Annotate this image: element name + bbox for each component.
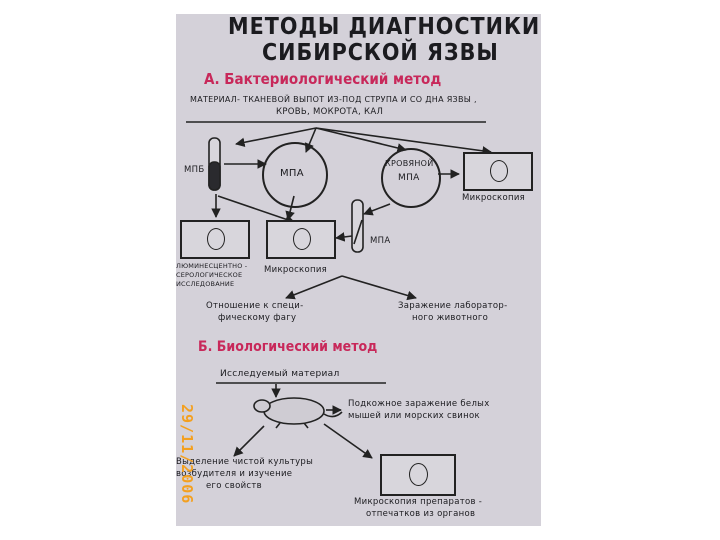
material-line1: МАТЕРИАЛ- ТКАНЕВОЙ ВЫПОТ ИЗ-ПОД СТРУПА И… xyxy=(190,95,477,104)
mpb-label: МПБ xyxy=(184,165,205,175)
blood-mpa-plate xyxy=(381,148,441,208)
mpa-plate xyxy=(262,142,328,208)
micro-prep-line1: Микроскопия препаратов - xyxy=(354,497,483,507)
poster-title-line2: СИБИРСКОЙ ЯЗВЫ xyxy=(262,40,499,66)
specimen-oval xyxy=(293,228,311,250)
mpa-tube-label: МПА xyxy=(370,236,391,246)
lum-line3: ИССЛЕДОВАНИЕ xyxy=(176,280,235,288)
animal-line2: ного животного xyxy=(412,313,489,323)
lum-line1: ЛЮМИНЕСЦЕНТНО - xyxy=(176,262,248,270)
microscopy-center-label: Микроскопия xyxy=(264,265,328,275)
flow-arrows xyxy=(186,121,492,459)
organ-print-slide xyxy=(380,454,456,496)
blood-mpa-line1: КРОВЯНОЙ xyxy=(385,159,434,168)
specimen-oval xyxy=(409,463,428,486)
micro-prep-line2: отпечатков из органов xyxy=(366,509,476,519)
blood-mpa-line2: МПА xyxy=(398,173,420,183)
infection-line2: мышей или морских свинок xyxy=(348,411,480,421)
animal-line1: Заражение лаборатор- xyxy=(398,301,508,311)
section-b-heading: Б. Биологический метод xyxy=(198,339,378,355)
culture-line3: его свойств xyxy=(206,481,262,491)
microscopy-right-label: Микроскопия xyxy=(462,193,526,203)
poster-title-line1: МЕТОДЫ ДИАГНОСТИКИ xyxy=(228,14,541,40)
phage-line2: фическому фагу xyxy=(218,313,297,323)
microscopy-slide-right xyxy=(463,152,533,191)
infection-line1: Подкожное заражение белых xyxy=(348,399,490,409)
specimen-oval xyxy=(490,160,508,182)
section-a-heading: А. Бактериологический метод xyxy=(204,70,442,88)
culture-line2: возбудителя и изучение xyxy=(176,469,293,479)
specimen-oval xyxy=(207,228,225,250)
poster: МЕТОДЫ ДИАГНОСТИКИ СИБИРСКОЙ ЯЗВЫ А. Бак… xyxy=(176,14,541,526)
phage-line1: Отношение к специ- xyxy=(206,301,304,311)
mpa-label: МПА xyxy=(280,168,304,179)
material-line2: КРОВЬ, МОКРОТА, КАЛ xyxy=(276,107,384,117)
lum-slide xyxy=(180,220,250,259)
section-b-material: Исследуемый материал xyxy=(220,369,340,379)
date-stamp: 29/11/2006 xyxy=(178,404,196,505)
culture-line1: Выделение чистой культуры xyxy=(176,457,314,467)
microscopy-slide-center xyxy=(266,220,336,259)
lum-line2: СЕРОЛОГИЧЕСКОЕ xyxy=(176,271,243,279)
